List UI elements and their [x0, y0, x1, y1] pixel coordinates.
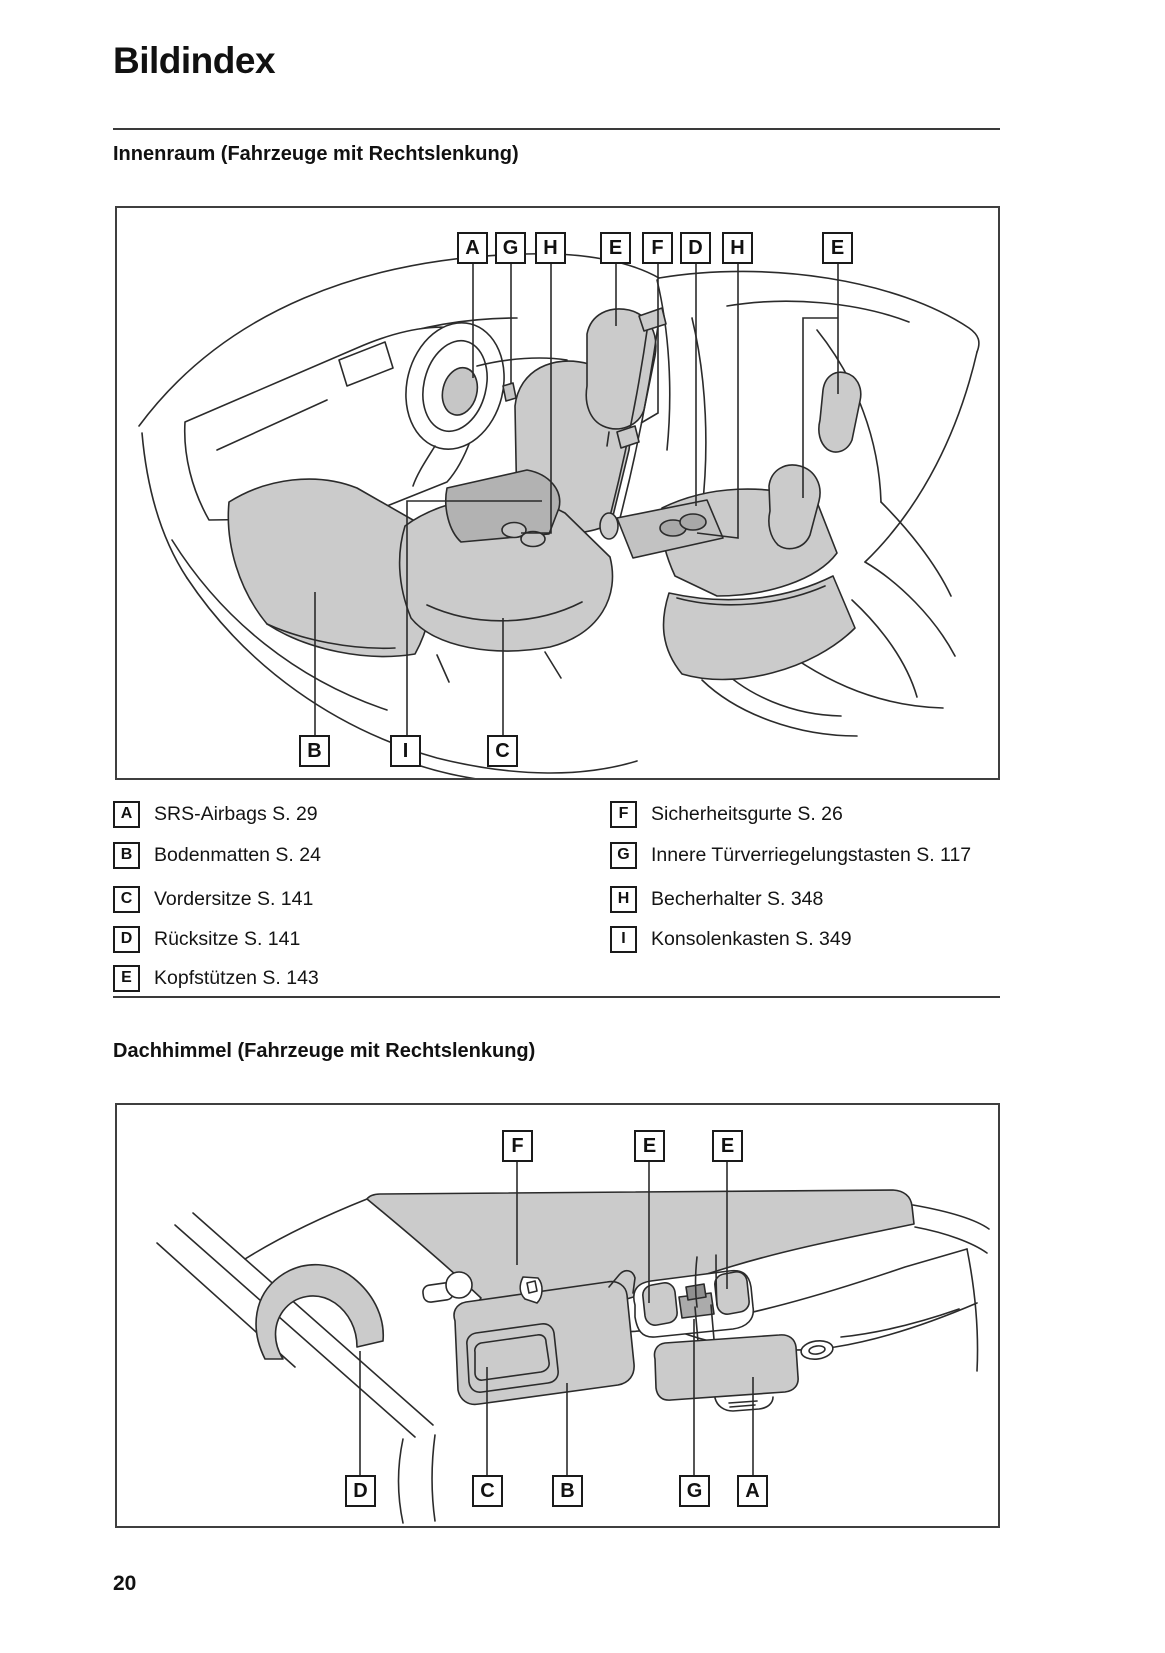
legend-key: E: [113, 964, 140, 992]
callout-assist-grip: D: [345, 1475, 376, 1507]
legend-key: F: [610, 800, 637, 828]
leader-lines: [359, 1161, 754, 1475]
vanity-mirror: [466, 1323, 559, 1393]
callout-headrest-rear: E: [822, 232, 853, 264]
interior-diagram: A G H E F D H E B I C: [115, 206, 1000, 780]
legend-label: Vordersitze S. 141: [154, 887, 314, 910]
rear-headrest: [818, 371, 862, 453]
legend-key: G: [610, 841, 637, 869]
rear-headrest: [768, 464, 821, 550]
legend-key: I: [610, 925, 637, 953]
legend-key: C: [113, 885, 140, 913]
legend-label: Becherhalter S. 348: [651, 887, 824, 910]
divider: [113, 996, 1000, 998]
callout-cupholder-front: H: [535, 232, 566, 264]
callout-vanity-mirror: C: [472, 1475, 503, 1507]
callout-rearview-mirror: A: [737, 1475, 768, 1507]
door-lock-button: [502, 382, 517, 402]
visor-hook: [519, 1276, 543, 1304]
airbag-pad: [441, 366, 479, 416]
callout-roof-glass: F: [502, 1130, 533, 1162]
section1-heading: Innenraum (Fahrzeuge mit Rechtslenkung): [113, 143, 519, 165]
page-title: Bildindex: [113, 40, 276, 81]
headliner-illustration: [156, 1161, 990, 1524]
rearview-mirror: [653, 1334, 799, 1401]
leader-lines: [314, 264, 839, 735]
legend-label: Bodenmatten S. 24: [154, 843, 321, 866]
legend-item: H Becherhalter S. 348: [610, 885, 823, 913]
legend-key: B: [113, 841, 140, 869]
callout-map-light-left: E: [634, 1130, 665, 1162]
legend-item: D Rücksitze S. 141: [113, 925, 300, 953]
steering-wheel: [405, 322, 505, 450]
legend-item: F Sicherheitsgurte S. 26: [610, 800, 843, 828]
assist-grip: [255, 1263, 385, 1360]
callout-front-seat: C: [487, 735, 518, 767]
rear-cupholder: [679, 513, 707, 531]
callout-sun-visor: B: [552, 1475, 583, 1507]
front-cupholder: [501, 521, 527, 539]
console-box: [445, 469, 561, 543]
legend-item: C Vordersitze S. 141: [113, 885, 313, 913]
map-light-lens: [642, 1282, 678, 1326]
section2-heading: Dachhimmel (Fahrzeuge mit Rechtslenkung): [113, 1040, 536, 1062]
legend-label: Rücksitze S. 141: [154, 927, 301, 950]
callout-console-box: I: [390, 735, 421, 767]
roof-fitting: [800, 1340, 834, 1360]
seatbelt-buckle: [616, 425, 640, 449]
interior-illustration: [138, 252, 980, 778]
legend-key: A: [113, 800, 140, 828]
callout-glasses-holder: G: [679, 1475, 710, 1507]
headliner-diagram: F E E D C B G A: [115, 1103, 1000, 1528]
seatbelt: [608, 323, 649, 521]
callout-map-light-right: E: [712, 1130, 743, 1162]
page-number: 20: [113, 1572, 137, 1595]
sun-visor: [453, 1280, 635, 1406]
callout-seatbelt: F: [642, 232, 673, 264]
legend-label: SRS-Airbags S. 29: [154, 802, 318, 825]
visor-pivot: [445, 1271, 473, 1299]
legend-item: E Kopfstützen S. 143: [113, 964, 319, 992]
legend-label: Konsolenkasten S. 349: [651, 927, 852, 950]
callout-door-lock: G: [495, 232, 526, 264]
legend-item: A SRS-Airbags S. 29: [113, 800, 318, 828]
legend-item: I Konsolenkasten S. 349: [610, 925, 852, 953]
map-light-lens: [714, 1271, 750, 1315]
legend-key: H: [610, 885, 637, 913]
callout-srs-airbags: A: [457, 232, 488, 264]
legend-key: D: [113, 925, 140, 953]
divider: [113, 128, 1000, 130]
floor-mat: [227, 478, 435, 658]
callout-rear-seat: D: [680, 232, 711, 264]
legend-label: Sicherheitsgurte S. 26: [651, 802, 843, 825]
front-cupholder: [520, 530, 546, 548]
rear-seat-cushion: [662, 575, 856, 681]
legend-label: Kopfstützen S. 143: [154, 966, 319, 989]
legend-item: G Innere Türverriegelungstasten S. 117: [610, 841, 971, 869]
callout-headrest-front: E: [600, 232, 631, 264]
callout-floor-mat: B: [299, 735, 330, 767]
legend-item: B Bodenmatten S. 24: [113, 841, 321, 869]
callout-cupholder-rear: H: [722, 232, 753, 264]
legend-label: Innere Türverriegelungstasten S. 117: [651, 843, 972, 866]
